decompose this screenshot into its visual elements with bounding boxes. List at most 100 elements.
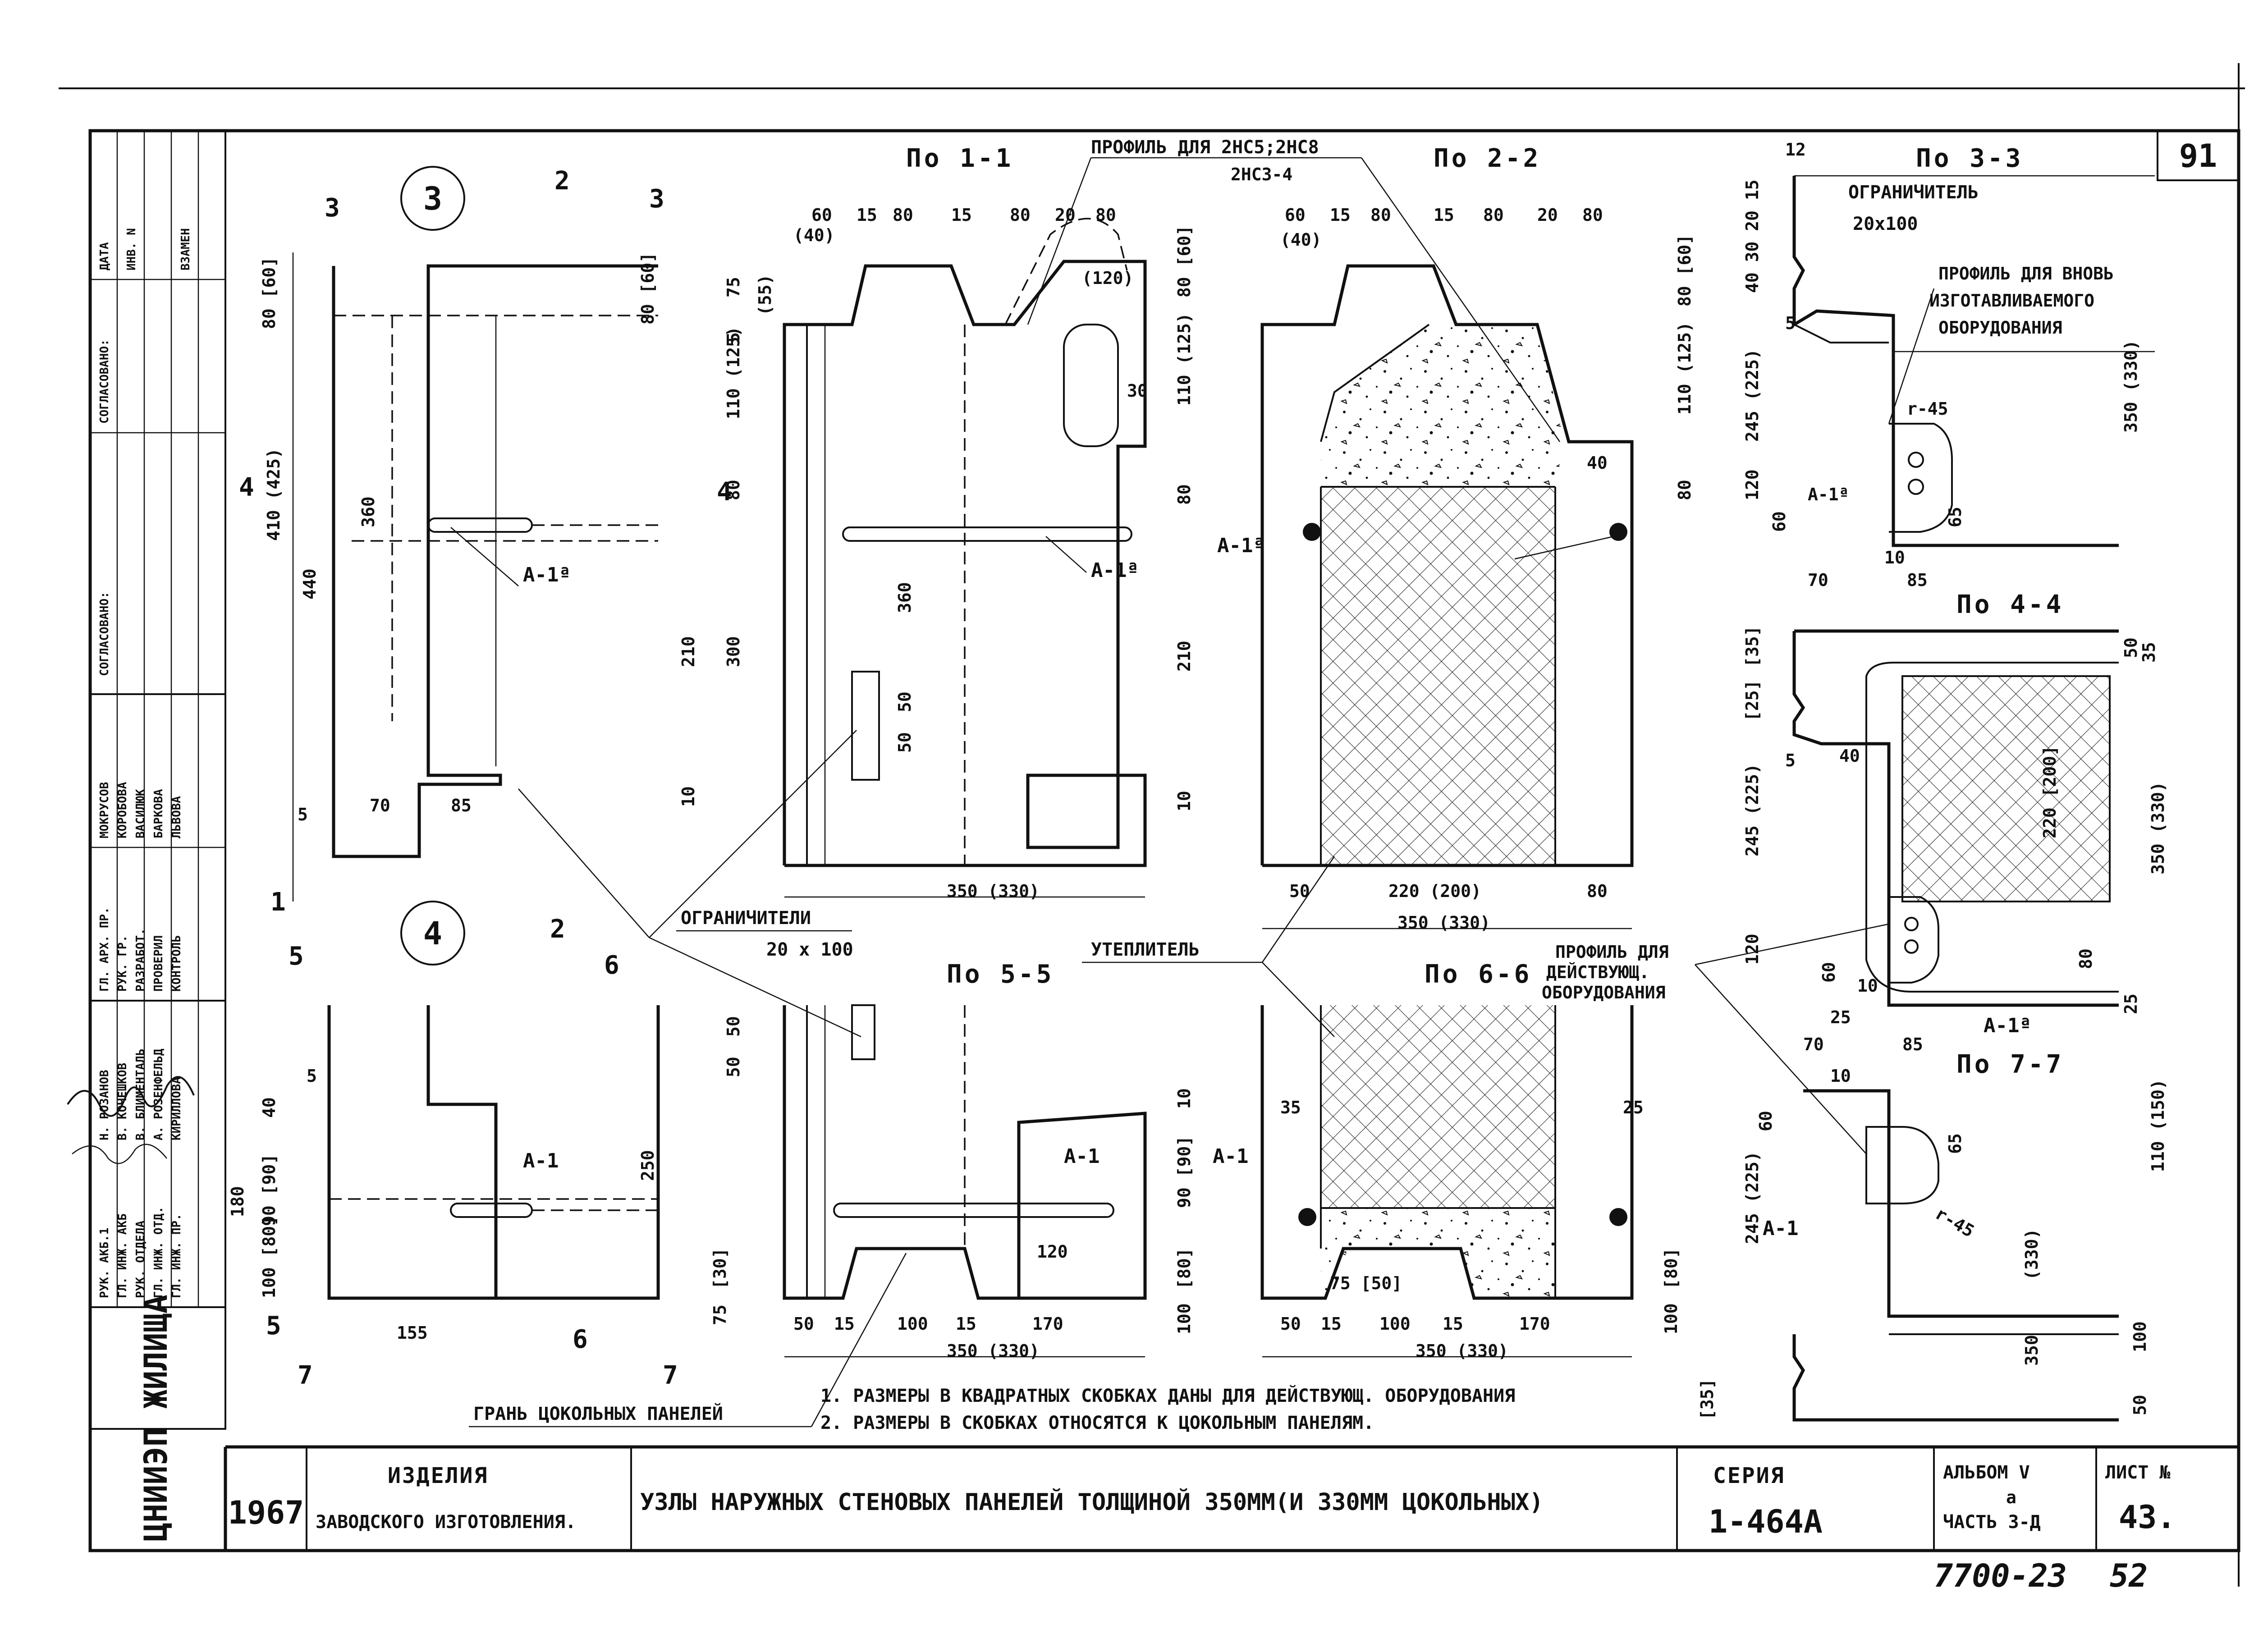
dim-15b: 15 xyxy=(951,205,972,225)
label-a1a-s2: А-1ª xyxy=(1217,534,1265,557)
dim-20-s2: 20 xyxy=(1537,205,1558,225)
a1a-s4: А-1ª xyxy=(1984,1014,2031,1037)
sheet-mark: 91 xyxy=(2179,137,2217,174)
dim-85-s3: 85 xyxy=(1907,570,1928,590)
dim-25b-s4: [25] xyxy=(1742,680,1762,721)
dim-220-s2: 220 (200) xyxy=(1388,881,1481,901)
section-5-5: По 5-5 А-1 120 50 15 100 15 170 350 (330… xyxy=(710,960,1194,1361)
dim-110-s2: 110 (125) xyxy=(1675,322,1695,415)
dim-80-60: 80 [60] xyxy=(259,257,279,329)
title-block: 1967 ИЗДЕЛИЯ ЗАВОДСКОГО ИЗГОТОВЛЕНИЯ. УЗ… xyxy=(224,1445,2239,1594)
stamp-signer: В. КОЧЕШКОВ xyxy=(116,1063,129,1140)
album-label: АЛЬБОМ V xyxy=(1943,1462,2030,1483)
dim-50b: 50 xyxy=(895,732,915,753)
dim-80c-s2: 80 xyxy=(1582,205,1603,225)
year: 1967 xyxy=(228,1494,304,1531)
dim-25-s4v: 25 xyxy=(2121,993,2141,1014)
cut-3-left: 3 xyxy=(325,193,343,223)
stamp-role: РУК. ОТДЕЛА xyxy=(134,1220,147,1298)
dim-55p: (55) xyxy=(755,274,775,316)
profile-act-3: ОБОРУДОВАНИЯ xyxy=(1542,983,1666,1002)
dim-120-s3: 120 xyxy=(1742,469,1762,500)
dim-35b-s7: [35] xyxy=(1697,1378,1717,1420)
archive-number: 7700-23 xyxy=(1934,1557,2067,1594)
dim-85-s4: 85 xyxy=(1902,1034,1923,1054)
dim-12: 12 xyxy=(1785,140,1806,160)
dim-15b-s2: 15 xyxy=(1434,205,1454,225)
dim-15-s2: 15 xyxy=(1330,205,1351,225)
dim-80-60b: 80 [60] xyxy=(638,252,658,325)
cut-4-left: 4 xyxy=(239,473,257,502)
dim-350-s2: 350 (330) xyxy=(1397,913,1490,933)
cut-3-right: 3 xyxy=(649,184,667,214)
stamp-replaces: ВЗАМЕН xyxy=(179,228,192,270)
dim-80b-s5: [80] xyxy=(1174,1248,1194,1289)
dim-155: 155 xyxy=(397,1323,428,1343)
label-a1-s5: А-1 xyxy=(1064,1145,1100,1168)
node-4-circle xyxy=(400,901,465,966)
dim-5b: 5 xyxy=(724,332,743,343)
sheet-number: 43. xyxy=(2119,1499,2176,1536)
dim-85: 85 xyxy=(451,796,472,815)
stamp-date: ДАТА xyxy=(98,242,111,270)
stamp-role: ГЛ. АРХ. ПР. xyxy=(98,907,111,992)
dim-30: 30 xyxy=(1127,381,1148,401)
dim-360: 360 xyxy=(358,496,378,527)
dim-25-s6: 25 xyxy=(1623,1098,1644,1117)
label-a1a: А-1ª xyxy=(523,563,571,586)
dim-100-s6v: 100 xyxy=(1661,1303,1681,1334)
dim-330p-s7: (330) xyxy=(2022,1229,2042,1280)
dim-75-s5: 75 xyxy=(710,1304,730,1325)
stamp-signer: КОРОБОВА xyxy=(116,782,129,838)
section-3-3-title: По 3-3 xyxy=(1916,144,2023,173)
dim-50a-s5: 50 xyxy=(724,1016,743,1037)
profile-new-1: ПРОФИЛЬ ДЛЯ ВНОВЬ xyxy=(1938,264,2114,284)
dim-440: 440 xyxy=(300,568,320,599)
dim-60-s4: 60 xyxy=(1819,962,1839,983)
node-4-number: 4 xyxy=(423,915,442,952)
section-2-2: По 2-2 А-1ª 60 (40) 15 80 15 80 20 80 40… xyxy=(1217,144,1695,933)
cut-7-right: 7 xyxy=(663,1361,681,1390)
dim-410: 410 (425) xyxy=(264,448,284,541)
stamp-agreed-2: СОГЛАСОВАНО: xyxy=(98,591,111,676)
section-3-3: По 3-3 ОГРАНИЧИТЕЛЬ 20х100 ПРОФИЛЬ ДЛЯ В… xyxy=(1742,140,2155,590)
section-1-1: По 1-1 А-1ª 60 (40) 15 80 15 80 20 80 (1… xyxy=(678,144,1194,901)
profile-act-2: ДЕЙСТВУЮЩ. xyxy=(1546,962,1649,982)
a1a-s3: А-1ª xyxy=(1808,485,1849,504)
dim-25-s4: 25 xyxy=(1830,1007,1851,1027)
profile-label-b: 2НС3-4 xyxy=(1231,165,1292,184)
dim-80-s2v: 80 xyxy=(1675,480,1695,500)
stamp-role: ПРОВЕРИЛ xyxy=(152,935,165,992)
cut-5-top: 5 xyxy=(289,942,307,971)
dim-90-s5: 90 [90] xyxy=(1174,1136,1194,1208)
dim-60-s7: 60 xyxy=(1756,1111,1776,1131)
dim-180: 180 xyxy=(228,1186,247,1217)
part-label: ЧАСТЬ 3-Д xyxy=(1943,1512,2041,1533)
node-3-circle xyxy=(400,166,465,231)
dim-10-s5: 10 xyxy=(1174,1088,1194,1109)
dim-50-s5: 50 xyxy=(793,1314,814,1334)
dim-35-s6: 35 xyxy=(1280,1098,1301,1117)
dim-stack-s3: 40 30 20 15 xyxy=(1742,179,1762,293)
dim-245-s7: 245 (225) xyxy=(1742,1151,1762,1244)
series-value: 1-464А xyxy=(1709,1503,1823,1540)
dim-350: 350 (330) xyxy=(947,881,1040,901)
sheet-mark-box xyxy=(2157,130,2240,181)
dim-15: 15 xyxy=(857,205,877,225)
dim-60-s3: 60 xyxy=(1769,511,1789,532)
stamp-signer: ЛЬВОВА xyxy=(170,796,183,838)
stamp-signer: КИРИЛЛОВА xyxy=(170,1077,183,1140)
section-6-6-title: По 6-6 xyxy=(1425,960,1532,989)
stamp-signer: ВАСИЛЮК xyxy=(134,789,147,838)
profile-new-2: ИЗГОТАВЛИВАЕМОГО xyxy=(1929,291,2094,311)
profile-act-1: ПРОФИЛЬ ДЛЯ xyxy=(1555,942,1669,962)
dim-40-s4: 40 xyxy=(1839,746,1860,766)
dim-120p: (120) xyxy=(1082,268,1133,288)
dim-170-s5: 170 xyxy=(1032,1314,1063,1334)
dim-90-90: 90 [90] xyxy=(259,1154,279,1226)
title-label-2: ЗАВОДСКОГО ИЗГОТОВЛЕНИЯ. xyxy=(316,1512,576,1533)
dim-40-s2: 40 xyxy=(1587,453,1608,473)
dim-30b-s5: [30] xyxy=(710,1248,730,1289)
series-label: СЕРИЯ xyxy=(1713,1463,1785,1488)
dim-50: 50 xyxy=(895,691,915,712)
